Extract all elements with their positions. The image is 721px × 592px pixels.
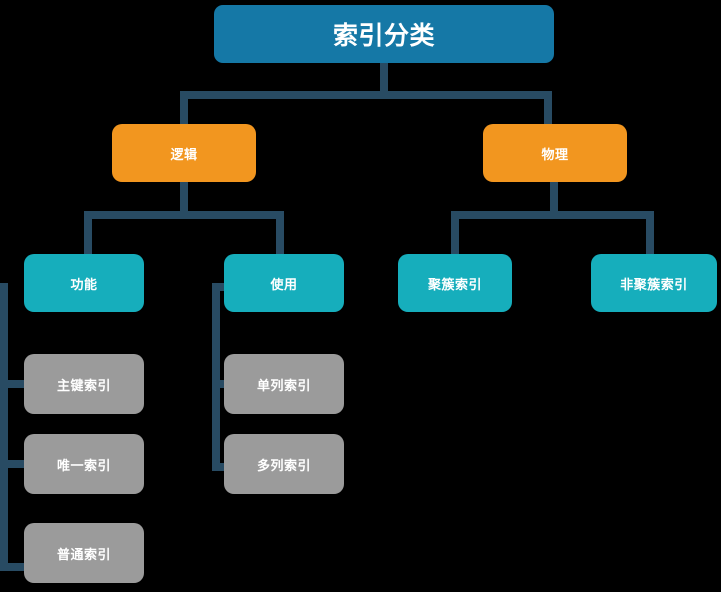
connector-physical-bar (451, 211, 654, 219)
node-leaf-normal-index[interactable]: 普通索引 (24, 523, 144, 583)
connector-drop-function (84, 211, 92, 255)
connector-category-bar (180, 91, 552, 99)
connector-drop-logical (180, 91, 188, 125)
connector-function-stub-primary (0, 380, 28, 388)
connector-drop-physical (544, 91, 552, 125)
connector-function-stub-unique (0, 460, 28, 468)
connector-function-stub-normal (0, 563, 28, 571)
node-subcategory-nonclustered-index[interactable]: 非聚簇索引 (591, 254, 717, 312)
connector-root-stem (380, 62, 388, 95)
connector-drop-usage (276, 211, 284, 255)
node-subcategory-function[interactable]: 功能 (24, 254, 144, 312)
connector-function-spine (0, 283, 8, 571)
connector-logical-stem (180, 181, 188, 214)
node-category-physical[interactable]: 物理 (483, 124, 627, 182)
connector-physical-stem (550, 181, 558, 214)
connector-drop-clustered (451, 211, 459, 255)
node-leaf-single-column-index[interactable]: 单列索引 (224, 354, 344, 414)
node-subcategory-usage[interactable]: 使用 (224, 254, 344, 312)
node-leaf-primary-key-index[interactable]: 主键索引 (24, 354, 144, 414)
connector-usage-spine (212, 283, 220, 471)
node-leaf-unique-index[interactable]: 唯一索引 (24, 434, 144, 494)
node-leaf-multi-column-index[interactable]: 多列索引 (224, 434, 344, 494)
connector-drop-nonclustered (646, 211, 654, 255)
connector-logical-bar (84, 211, 284, 219)
node-root-index-classification[interactable]: 索引分类 (214, 5, 554, 63)
node-subcategory-clustered-index[interactable]: 聚簇索引 (398, 254, 512, 312)
node-category-logical[interactable]: 逻辑 (112, 124, 256, 182)
